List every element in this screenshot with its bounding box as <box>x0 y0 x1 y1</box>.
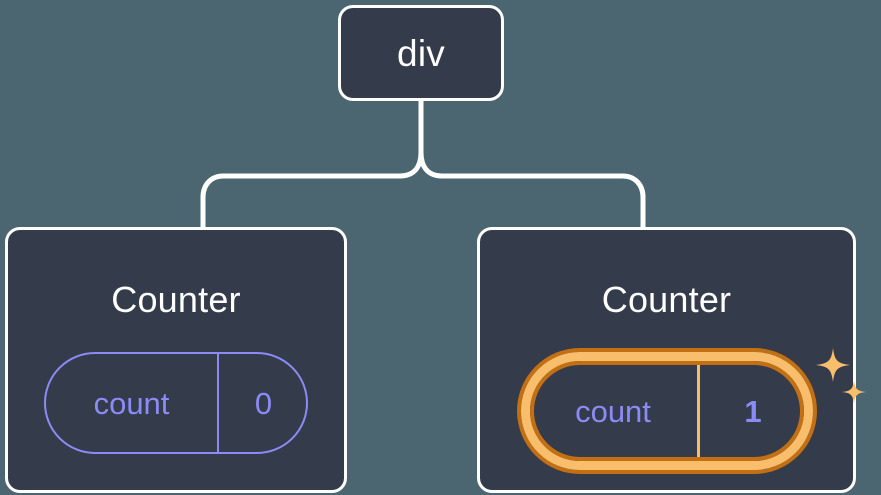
node-div-label: div <box>397 32 445 74</box>
edge-to-left-child <box>200 149 424 230</box>
state-pill-right[interactable]: count 1 <box>520 352 813 470</box>
sparkle-large-icon <box>815 348 850 382</box>
node-counter-right[interactable]: Counter count 1 <box>477 227 866 493</box>
node-counter-left-label: Counter <box>111 279 241 320</box>
state-value-right: 1 <box>696 361 807 461</box>
node-counter-right-label: Counter <box>601 279 732 320</box>
node-counter-left[interactable]: Counter count 0 <box>5 227 347 493</box>
state-key-left: count <box>93 385 170 421</box>
state-pill-wrap-right: count 1 <box>520 348 866 470</box>
node-div[interactable]: div <box>338 5 504 101</box>
state-key-right: count <box>575 393 651 429</box>
edge-to-right-child <box>418 149 646 230</box>
state-value-left: 0 <box>217 354 308 452</box>
sparkle-small-icon <box>841 380 866 404</box>
state-pill-wrap-left: count 0 <box>44 352 308 454</box>
sparkles-group <box>811 344 871 416</box>
state-pill-left[interactable]: count 0 <box>44 352 308 454</box>
